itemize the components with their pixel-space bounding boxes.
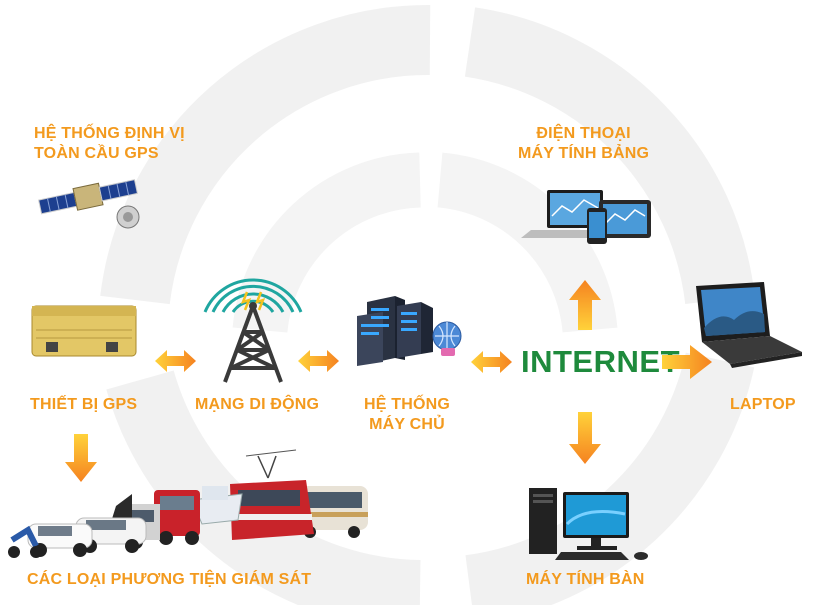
mobile-network-label: MẠNG DI ĐỘNG [195,396,320,413]
phone-tablet-laptop-icon [521,190,651,244]
gps-system-label: HỆ THỐNG ĐỊNH VỊ TOÀN CẦU GPS [34,124,185,164]
desktop-label: MÁY TÍNH BÀN [526,571,645,588]
gps-device-icon [31,305,137,357]
gps-device-to-network-arrow [155,350,196,372]
internet-label: INTERNET [521,344,680,379]
gps-device-to-vehicles-arrow [65,434,97,482]
phone-tablet-label: ĐIỆN THOẠI MÁY TÍNH BẢNG [518,124,649,164]
server-label-line1: HỆ THỐNG [364,396,451,413]
laptop-icon [696,282,802,368]
satellite-icon [38,179,140,229]
vehicles-icon [8,449,368,558]
gps-system-label-line1: HỆ THỐNG ĐỊNH VỊ [34,125,185,142]
gps-device-label: THIẾT BỊ GPS [30,396,138,413]
gps-system-label-line2: TOÀN CẦU GPS [34,145,159,162]
vehicles-label: CÁC LOẠI PHƯƠNG TIỆN GIÁM SÁT [27,571,312,588]
server-icon [357,296,462,366]
cell-tower-icon [203,278,303,383]
internet-to-phone-arrow [569,280,601,330]
phone-tablet-label-line2: MÁY TÍNH BẢNG [518,145,650,162]
internet-to-laptop-arrow [662,345,712,379]
internet-to-desktop-arrow [569,412,601,464]
server-label: HỆ THỐNG MÁY CHỦ [364,395,450,435]
server-label-line2: MÁY CHỦ [369,416,445,433]
laptop-label: LAPTOP [730,396,796,413]
phone-tablet-label-line1: ĐIỆN THOẠI [536,125,631,142]
server-to-internet-arrow [471,351,512,373]
desktop-computer-icon [529,488,648,560]
network-to-server-arrow [298,350,339,372]
